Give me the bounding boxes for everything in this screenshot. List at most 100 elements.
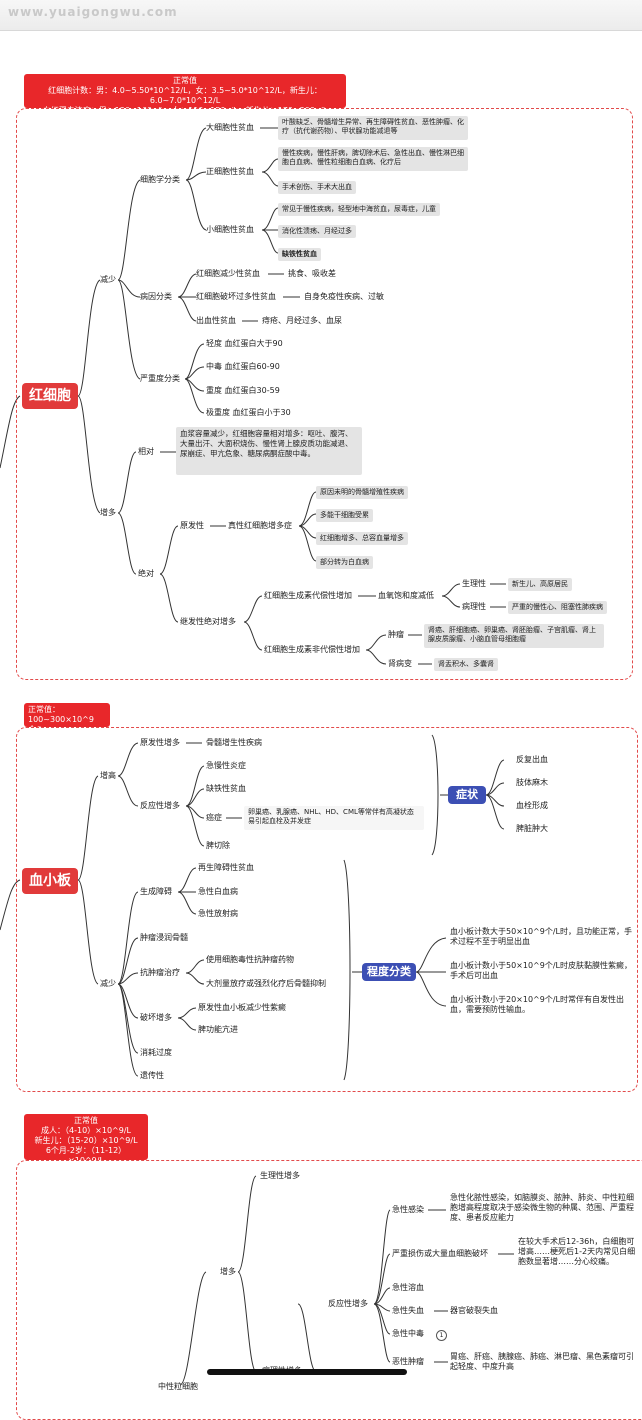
rbc-physiological-desc: 新生儿、高原居民 <box>508 578 572 591</box>
rbc-cause-2-desc: 自身免疫性疾病、过敏 <box>304 292 384 301</box>
wbc-reactive[interactable]: 反应性增多 <box>328 1299 368 1308</box>
rbc-cause-2[interactable]: 红细胞破坏过多性贫血 <box>196 292 276 301</box>
plt-chemo-1: 使用细胞毒性抗肿瘤药物 <box>206 955 294 964</box>
wbc-normal-line-2: 新生儿：（15-20）×10^9/L <box>34 1136 138 1145</box>
rbc-absolute[interactable]: 绝对 <box>138 569 154 578</box>
rbc-pathological-desc: 严重的慢性心、阻塞性肺疾病 <box>508 601 607 614</box>
rbc-increase[interactable]: 增多 <box>100 508 116 517</box>
plt-grade-1: 血小板计数大于50×10^9个/L时，且功能正常，手术过程不至于明显出血 <box>450 927 633 946</box>
rbc-severity-class[interactable]: 严重度分类 <box>140 374 180 383</box>
wbc-physiological[interactable]: 生理性增多 <box>260 1171 300 1180</box>
plt-chemo-2: 大剂量放疗或强烈化疗后骨髓抑制 <box>206 979 326 988</box>
rbc-physiological[interactable]: 生理性 <box>462 579 486 588</box>
plt-normal-line-1: 100~300×10^9个/L <box>28 715 94 734</box>
rbc-severity-1: 轻度 血红蛋白大于90 <box>206 339 283 348</box>
browser-top-bar <box>0 0 642 31</box>
plt-production[interactable]: 生成障碍 <box>140 887 172 896</box>
rbc-normocytic-desc: 慢性疾病，慢性肝病，脾切除术后、急性出血、慢性淋巴细胞白血病、慢性粒细胞白血病、… <box>278 147 468 171</box>
plt-root-node[interactable]: 血小板 <box>22 868 78 894</box>
wbc-blood-loss[interactable]: 急性失血 <box>392 1306 424 1315</box>
rbc-polycythemia-vera[interactable]: 真性红细胞增多症 <box>228 521 292 530</box>
wbc-poisoning[interactable]: 急性中毒 <box>392 1329 424 1338</box>
watermark: www.yuaigongwu.com <box>8 5 178 19</box>
rbc-normal-line-1: 红细胞计数：男：4.0~5.50*10^12/L，女：3.5~5.0*10^12… <box>48 86 322 105</box>
plt-symptom-3: 血栓形成 <box>516 801 548 810</box>
plt-symptom-2: 肢体麻木 <box>516 778 548 787</box>
plt-cancer-desc: 卵巢癌、乳腺癌、NHL、HD、CML等常伴有高凝状态易引起血栓及并发症 <box>244 806 424 830</box>
rbc-root-node[interactable]: 红细胞 <box>22 383 78 409</box>
wbc-hemolysis[interactable]: 急性溶血 <box>392 1283 424 1292</box>
plt-genetic[interactable]: 遗传性 <box>140 1071 164 1080</box>
rbc-cause-class[interactable]: 病因分类 <box>140 292 172 301</box>
rbc-normocytic[interactable]: 正细胞性贫血 <box>206 167 254 176</box>
plt-grade-3: 血小板计数小于20×10^9个/L时常伴有自发性出血，需要预防性输血。 <box>450 995 625 1014</box>
plt-primary-desc: 骨髓增生性疾病 <box>206 738 262 747</box>
plt-symptom-1: 反复出血 <box>516 755 548 764</box>
rbc-primary[interactable]: 原发性 <box>180 521 204 530</box>
rbc-relative[interactable]: 相对 <box>138 447 154 456</box>
plt-grade-tag[interactable]: 程度分类 <box>362 963 416 981</box>
plt-increase[interactable]: 增高 <box>100 771 116 780</box>
rbc-epo-compensatory[interactable]: 红细胞生成素代偿性增加 <box>264 591 352 600</box>
wbc-malignancy-desc: 胃癌、肝癌、胰腺癌、肺癌、淋巴瘤、黑色素瘤可引起轻度、中度升高 <box>450 1352 634 1371</box>
rbc-section-frame <box>16 108 633 680</box>
plt-symptom-4: 脾脏肿大 <box>516 824 548 833</box>
rbc-pv-2: 多能干细胞受累 <box>316 509 373 522</box>
plt-normal-values-box: 正常值： 100~300×10^9个/L <box>24 703 110 734</box>
rbc-macrocytic-desc: 叶酸缺乏、骨髓增生异常、再生障碍性贫血、恶性肿瘤、化疗（抗代谢药物）、甲状腺功能… <box>278 116 468 140</box>
wbc-malignancy[interactable]: 恶性肿瘤 <box>392 1357 424 1366</box>
rbc-pv-3: 红细胞增多、总容血量增多 <box>316 532 408 545</box>
plt-production-2: 急性白血病 <box>198 887 238 896</box>
rbc-cause-3[interactable]: 出血性贫血 <box>196 316 236 325</box>
rbc-pv-1: 原因未明的骨髓增殖性疾病 <box>316 486 408 499</box>
rbc-epo-noncompensatory[interactable]: 红细胞生成素非代偿性增加 <box>264 645 360 654</box>
rbc-cause-3-desc: 痔疮、月经过多、血尿 <box>262 316 342 325</box>
rbc-microcytic[interactable]: 小细胞性贫血 <box>206 225 254 234</box>
rbc-severity-3: 重度 血红蛋白30-59 <box>206 386 280 395</box>
rbc-morph-class[interactable]: 细胞学分类 <box>140 175 180 184</box>
plt-destroy-1: 原发性血小板减少性紫癜 <box>198 1003 286 1012</box>
rbc-tumor[interactable]: 肿瘤 <box>388 630 404 639</box>
plt-chemo[interactable]: 抗肿瘤治疗 <box>140 968 180 977</box>
wbc-normal-line-1: 成人：（4-10）×10^9/L <box>41 1126 131 1135</box>
wbc-normal-values-box: 正常值 成人：（4-10）×10^9/L 新生儿：（15-20）×10^9/L … <box>24 1114 148 1165</box>
rbc-microcytic-desc-1: 常见于慢性疾病，轻型地中海贫血，尿毒症，儿童 <box>278 203 440 216</box>
plt-grade-2: 血小板计数小于50×10^9个/L时皮肤黏膜性紫癜，手术后可出血 <box>450 961 633 980</box>
wbc-injury[interactable]: 严重损伤或大量血细胞破坏 <box>392 1249 488 1258</box>
wbc-neutrophil[interactable]: 中性粒细胞 <box>158 1382 198 1391</box>
plt-reactive-3[interactable]: 癌症 <box>206 813 222 822</box>
wbc-normal-title: 正常值 <box>74 1116 98 1125</box>
rbc-normal-line-2: 血红蛋白浓度：男：120~160g/L，女：110~150g/L，新生儿：170… <box>42 106 328 115</box>
plt-reactive-4: 脾切除 <box>206 841 230 850</box>
rbc-secondary[interactable]: 继发性绝对增多 <box>180 617 236 626</box>
rbc-decrease[interactable]: 减少 <box>100 275 116 284</box>
plt-consumption[interactable]: 消耗过度 <box>140 1048 172 1057</box>
plt-symptom-tag[interactable]: 症状 <box>448 786 486 804</box>
wbc-acute-infection[interactable]: 急性感染 <box>392 1205 424 1214</box>
home-indicator-bar[interactable] <box>207 1369 407 1375</box>
plt-reactive[interactable]: 反应性增多 <box>140 801 180 810</box>
plt-infiltration[interactable]: 肿瘤浸润骨髓 <box>140 933 188 942</box>
wbc-increase[interactable]: 增多 <box>220 1267 236 1276</box>
rbc-low-oxygen[interactable]: 血氧饱和度减低 <box>378 591 434 600</box>
rbc-pv-4: 部分转为白血病 <box>316 556 373 569</box>
wbc-infection-desc: 急性化脓性感染，如脑膜炎、脓肿、肺炎、中性粒细胞增高程度取决于感染微生物的种属、… <box>450 1193 634 1222</box>
plt-decrease[interactable]: 减少 <box>100 979 116 988</box>
wbc-poisoning-count-badge[interactable]: 1 <box>436 1330 447 1341</box>
rbc-renal[interactable]: 肾病变 <box>388 659 412 668</box>
rbc-macrocytic[interactable]: 大细胞性贫血 <box>206 123 254 132</box>
plt-destroy[interactable]: 破坏增多 <box>140 1013 172 1022</box>
rbc-relative-desc: 血浆容量减少，红细胞容量相对增多：呕吐、腹泻、大量出汗、大面积烧伤、慢性肾上腺皮… <box>176 427 362 475</box>
plt-reactive-2: 缺铁性贫血 <box>206 784 246 793</box>
rbc-normocytic-desc-2: 手术创伤、手术大出血 <box>278 181 356 194</box>
rbc-microcytic-desc-3: 缺铁性贫血 <box>278 248 321 261</box>
plt-primary[interactable]: 原发性增多 <box>140 738 180 747</box>
rbc-renal-desc: 肾盂积水、多囊肾 <box>434 658 498 671</box>
rbc-cause-1[interactable]: 红细胞减少性贫血 <box>196 269 260 278</box>
rbc-severity-2: 中毒 血红蛋白60-90 <box>206 362 280 371</box>
rbc-pathological[interactable]: 病理性 <box>462 602 486 611</box>
plt-reactive-1: 急慢性炎症 <box>206 761 246 770</box>
plt-normal-title: 正常值： <box>28 705 60 714</box>
plt-section-frame <box>16 727 638 1092</box>
plt-production-1: 再生障碍性贫血 <box>198 863 254 872</box>
